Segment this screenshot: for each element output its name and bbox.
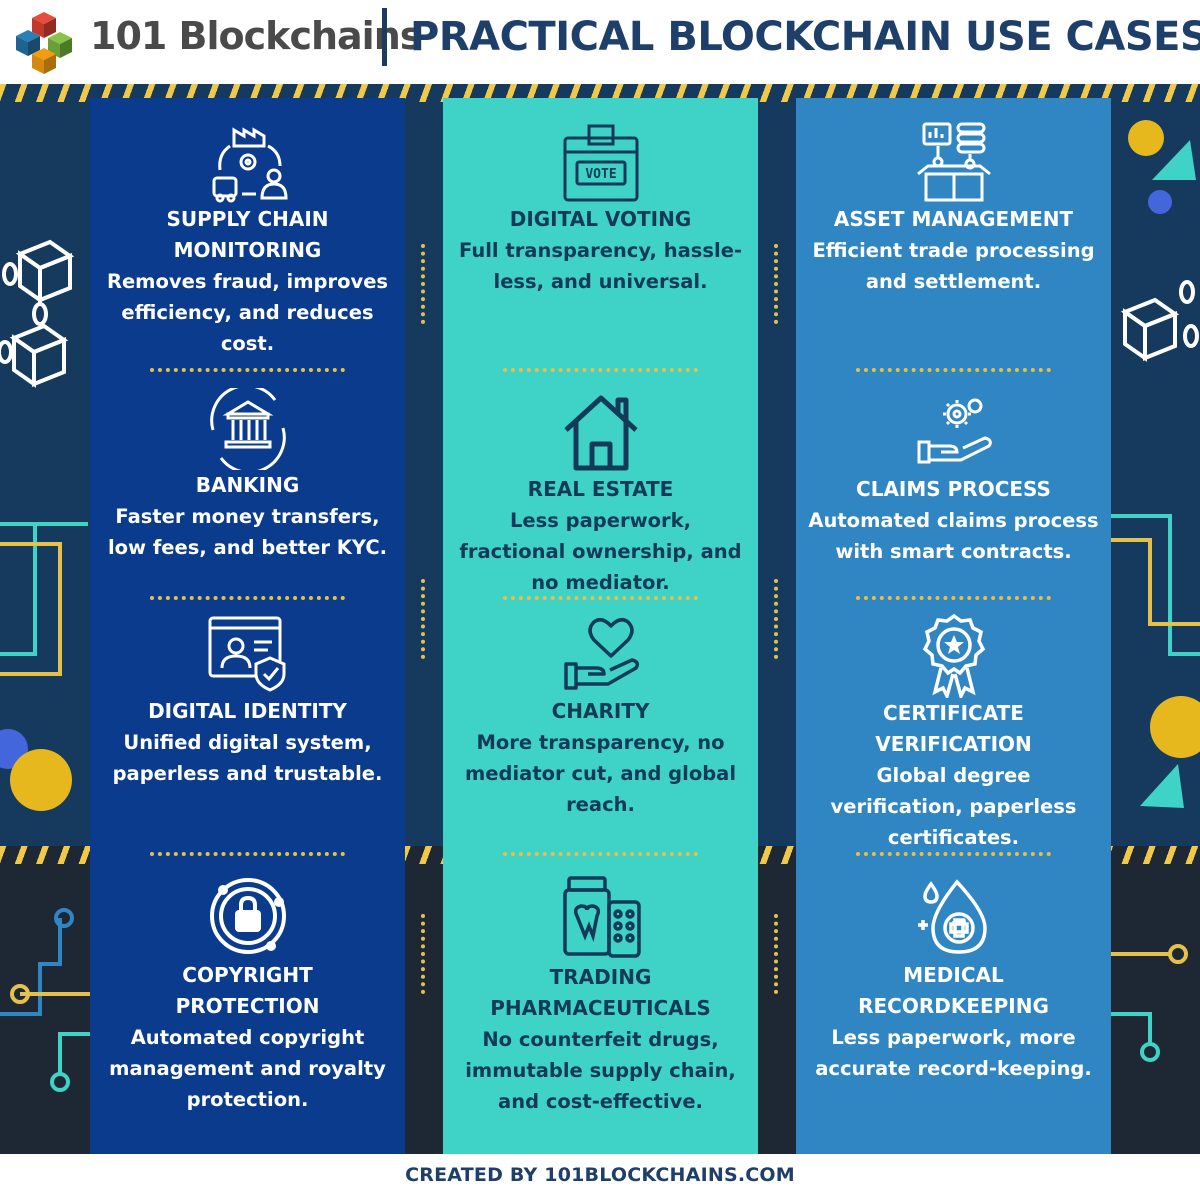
column-3: ASSET MANAGEMENT Efficient trade process… — [796, 98, 1111, 1154]
circuit-lines-left — [0, 522, 88, 676]
medical-drop-icon — [917, 879, 987, 954]
case-description: No counterfeit drugs, immutable supply c… — [465, 1028, 736, 1113]
case-title: CLAIMS PROCESS — [856, 477, 1051, 501]
case-description: Efficient trade processing and settlemen… — [812, 239, 1095, 293]
use-case-card: CLAIMS PROCESS Automated claims process … — [796, 388, 1111, 567]
house-icon — [563, 395, 638, 471]
use-case-card: VOTE DIGITAL VOTING Full transparency, h… — [443, 118, 758, 297]
brand-name: 101 Blockchains — [90, 14, 422, 58]
case-title: COPYRIGHT PROTECTION — [175, 963, 320, 1018]
use-case-card: MEDICAL RECORDKEEPING Less paperwork, mo… — [796, 872, 1111, 1084]
case-description: Less paperwork, more accurate record-kee… — [815, 1026, 1092, 1080]
case-title: REAL ESTATE — [527, 477, 674, 501]
identity-icon — [208, 616, 285, 692]
case-title: ASSET MANAGEMENT — [833, 207, 1074, 231]
circle-decoration — [1150, 696, 1200, 758]
dotted-separator — [856, 852, 1051, 856]
medicine-icon — [562, 876, 641, 958]
case-description: Unified digital system, paperless and tr… — [112, 731, 383, 785]
use-case-card: COPYRIGHT PROTECTION Automated copyright… — [90, 872, 405, 1115]
dotted-divider — [774, 579, 778, 659]
case-title: DIGITAL VOTING — [509, 207, 692, 231]
use-case-card: SUPPLY CHAIN MONITORING Removes fraud, i… — [90, 118, 405, 359]
case-title: SUPPLY CHAIN MONITORING — [166, 207, 329, 262]
ballot-box-icon: VOTE — [563, 124, 638, 202]
circuit-lines-right — [1110, 514, 1200, 656]
circuit-nodes-right — [1110, 944, 1188, 1062]
header-divider — [382, 8, 387, 66]
asset-boxes-icon — [916, 122, 991, 202]
dotted-separator — [503, 368, 698, 372]
case-title: BANKING — [195, 473, 300, 497]
circle-decoration — [1128, 120, 1164, 156]
main-area: SUPPLY CHAIN MONITORING Removes fraud, i… — [0, 84, 1200, 1154]
dotted-separator — [856, 368, 1051, 372]
dotted-divider — [421, 244, 425, 324]
supply-chain-icon — [212, 127, 288, 203]
header: 101 Blockchains PRACTICAL BLOCKCHAIN USE… — [0, 0, 1200, 84]
use-case-card: REAL ESTATE Less paperwork, fractional o… — [443, 388, 758, 598]
case-title: MEDICAL RECORDKEEPING — [858, 963, 1049, 1018]
circle-decoration — [10, 749, 72, 811]
vote-label: VOTE — [585, 167, 616, 182]
bank-icon — [209, 388, 286, 470]
dotted-separator — [150, 368, 345, 372]
gear-hand-icon — [917, 398, 992, 464]
case-title: CERTIFICATE VERIFICATION — [875, 701, 1032, 756]
footer-credit: CREATED BY 101BLOCKCHAINS.COM — [405, 1164, 795, 1186]
column-2: VOTE DIGITAL VOTING Full transparency, h… — [443, 98, 758, 1154]
logo-cubes-icon — [16, 12, 72, 74]
circle-decoration — [1148, 190, 1172, 214]
use-case-card: ASSET MANAGEMENT Efficient trade process… — [796, 118, 1111, 297]
case-description: More transparency, no mediator cut, and … — [464, 731, 737, 816]
dotted-divider — [421, 914, 425, 994]
chain-blocks-icon — [0, 239, 75, 388]
circuit-nodes-left — [0, 908, 90, 1092]
heart-hand-icon — [563, 618, 639, 690]
dotted-divider — [774, 914, 778, 994]
case-description: Full transparency, hassle-less, and univ… — [458, 239, 743, 293]
case-description: Automated claims process with smart cont… — [808, 509, 1099, 563]
case-description: Automated copyright management and royal… — [109, 1026, 386, 1111]
dotted-divider — [421, 579, 425, 659]
column-1: SUPPLY CHAIN MONITORING Removes fraud, i… — [90, 98, 405, 1154]
chain-block-right-icon — [1120, 280, 1199, 362]
use-case-card: CHARITY More transparency, no mediator c… — [443, 612, 758, 820]
dotted-separator — [150, 852, 345, 856]
footer: CREATED BY 101BLOCKCHAINS.COM — [0, 1154, 1200, 1200]
case-description: Less paperwork, fractional ownership, an… — [459, 509, 742, 594]
page-title: PRACTICAL BLOCKCHAIN USE CASES — [410, 14, 1200, 60]
dotted-separator — [150, 596, 345, 600]
case-description: Faster money transfers, low fees, and be… — [107, 505, 388, 559]
hazard-stripe-top — [0, 84, 1200, 102]
use-case-card: DIGITAL IDENTITY Unified digital system,… — [90, 612, 405, 789]
case-title: CHARITY — [551, 699, 650, 723]
dotted-divider — [774, 244, 778, 324]
dotted-separator — [503, 596, 698, 600]
case-description: Global degree verification, paperless ce… — [830, 764, 1077, 849]
case-description: Removes fraud, improves efficiency, and … — [106, 270, 389, 355]
award-badge-icon — [922, 613, 985, 698]
dotted-separator — [503, 852, 698, 856]
use-case-card: CERTIFICATE VERIFICATION Global degree v… — [796, 612, 1111, 853]
use-case-card: TRADING PHARMACEUTICALS No counterfeit d… — [443, 872, 758, 1117]
lock-icon — [209, 878, 286, 954]
dotted-separator — [856, 596, 1051, 600]
case-title: DIGITAL IDENTITY — [148, 699, 347, 723]
triangle-decoration — [1152, 140, 1196, 180]
triangle-decoration — [1140, 764, 1184, 808]
case-title: TRADING PHARMACEUTICALS — [490, 965, 711, 1020]
use-case-card: BANKING Faster money transfers, low fees… — [90, 388, 405, 563]
